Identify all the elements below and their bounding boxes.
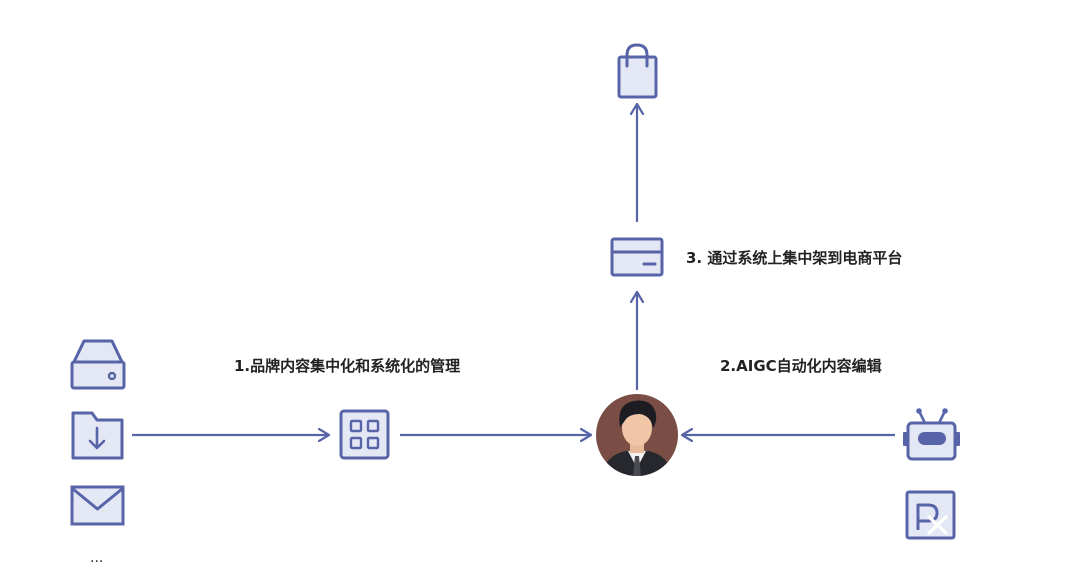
step1-label: 1.品牌内容集中化和系统化的管理 [234, 357, 461, 375]
shopping-bag-icon [617, 43, 658, 99]
hard-drive-icon [70, 339, 126, 390]
credit-card-icon [610, 237, 664, 277]
download-folder-icon [71, 411, 124, 460]
step3-label: 3. 通过系统上集中架到电商平台 [686, 249, 903, 267]
robot-icon [903, 408, 960, 461]
more-sources-ellipsis: ... [90, 550, 104, 566]
person-avatar-icon [596, 394, 678, 476]
grid-apps-icon [339, 409, 390, 460]
ps-image-edit-icon [905, 490, 956, 540]
step2-label: 2.AIGC自动化内容编辑 [720, 357, 882, 375]
mail-icon [70, 485, 125, 526]
